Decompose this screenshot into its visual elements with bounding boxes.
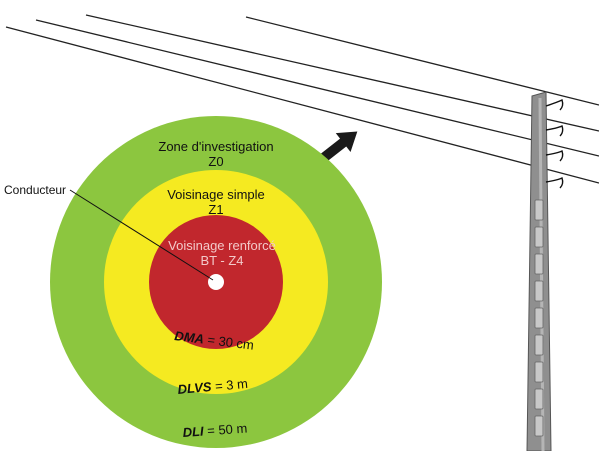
zone-z0-name: Zone d'investigation	[158, 139, 273, 154]
power-line-2	[35, 19, 599, 157]
conductor-label: Conducteur	[4, 183, 66, 197]
zone-z1-code: Z1	[208, 202, 223, 217]
dma-label: DMA = 30 cm	[174, 328, 255, 353]
dma-abbr: DMA	[174, 328, 205, 346]
conductor-leader-line	[69, 189, 214, 281]
dma-value: = 30 cm	[207, 332, 255, 353]
pole-slots	[534, 199, 544, 437]
dlvs-value: = 3 m	[214, 376, 248, 394]
zone-z4-name: Voisinage renforcé	[168, 238, 276, 253]
dlvs-abbr: DLVS	[177, 379, 212, 397]
dli-abbr: DLI	[182, 424, 204, 440]
dlvs-label: DLVS = 3 m	[177, 376, 249, 397]
zone-z1-name: Voisinage simple	[167, 187, 265, 202]
power-lines	[5, 14, 599, 184]
dli-label: DLI = 50 m	[182, 421, 248, 440]
dli-value: = 50 m	[207, 421, 248, 439]
power-line-1	[85, 14, 599, 132]
direction-arrow-icon	[318, 131, 358, 164]
utility-pole	[526, 91, 564, 451]
zone-z0-code: Z0	[208, 154, 223, 169]
conductor-dot	[208, 274, 224, 290]
power-line-4	[245, 16, 599, 106]
zone-z4-code: BT - Z4	[200, 253, 243, 268]
pole-insulators	[545, 99, 564, 189]
power-line-3	[5, 26, 599, 184]
